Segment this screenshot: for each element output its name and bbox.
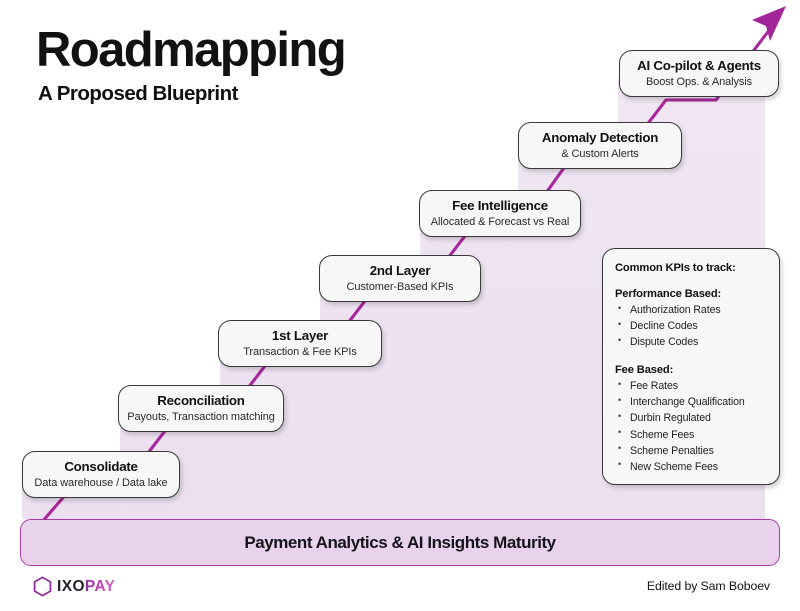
kpi-group-title: Performance Based: bbox=[615, 288, 722, 300]
step-card-anomaly-detection[interactable]: Anomaly Detection & Custom Alerts bbox=[518, 122, 682, 169]
step-subtitle: Customer-Based KPIs bbox=[346, 281, 454, 294]
step-subtitle: Payouts, Transaction matching bbox=[127, 411, 275, 424]
maturity-bar: Payment Analytics & AI Insights Maturity bbox=[20, 519, 780, 566]
step-subtitle: Data warehouse / Data lake bbox=[34, 477, 168, 490]
page-title: Roadmapping bbox=[36, 23, 347, 77]
list-item: Durbin Regulated bbox=[615, 410, 767, 426]
list-item: New Scheme Fees bbox=[615, 458, 767, 475]
list-item: Decline Codes bbox=[615, 318, 767, 334]
step-subtitle: Allocated & Forecast vs Real bbox=[430, 216, 570, 229]
step-subtitle: Transaction & Fee KPIs bbox=[243, 346, 357, 359]
list-item: Authorization Rates bbox=[615, 301, 767, 318]
common-kpis-panel: Common KPIs to track: Performance Based:… bbox=[602, 248, 780, 485]
kpi-group-title: Fee Based: bbox=[615, 364, 674, 377]
list-item: Scheme Penalties bbox=[615, 442, 767, 459]
step-title: 2nd Layer bbox=[369, 263, 431, 279]
kpi-group-performance: Performance Based: Authorization Rates D… bbox=[615, 288, 767, 350]
logo-text-primary: IXO bbox=[57, 577, 85, 595]
step-card-consolidate[interactable]: Consolidate Data warehouse / Data lake bbox=[22, 451, 180, 498]
step-title: 1st Layer bbox=[271, 328, 329, 344]
kpi-list-fee: Fee Rates Interchange Qualification Durb… bbox=[615, 378, 767, 475]
list-item: Dispute Codes bbox=[615, 334, 767, 350]
kpi-group-fee: Fee Based: Fee Rates Interchange Qualifi… bbox=[615, 364, 767, 475]
kpi-panel-heading: Common KPIs to track: bbox=[615, 262, 736, 274]
list-item: Fee Rates bbox=[615, 378, 767, 394]
step-subtitle: Boost Ops. & Analysis bbox=[645, 76, 753, 89]
list-item: Scheme Fees bbox=[615, 426, 767, 443]
step-title: Fee Intelligence bbox=[452, 198, 548, 214]
title-block: Roadmapping A Proposed Blueprint bbox=[36, 23, 347, 106]
step-card-1st-layer[interactable]: 1st Layer Transaction & Fee KPIs bbox=[218, 320, 382, 367]
step-title: AI Co-pilot & Agents bbox=[637, 58, 761, 74]
step-card-fee-intelligence[interactable]: Fee Intelligence Allocated & Forecast vs… bbox=[419, 190, 581, 237]
step-title: Consolidate bbox=[64, 459, 138, 475]
credit-label: Edited by Sam Boboev bbox=[646, 579, 770, 593]
arrow-head-icon bbox=[752, 6, 786, 41]
page-subtitle: A Proposed Blueprint bbox=[38, 81, 238, 105]
step-card-2nd-layer[interactable]: 2nd Layer Customer-Based KPIs bbox=[319, 255, 481, 302]
logo-text-accent: PAY bbox=[84, 577, 116, 595]
kpi-list-performance: Authorization Rates Decline Codes Disput… bbox=[615, 301, 767, 350]
step-card-reconciliation[interactable]: Reconciliation Payouts, Transaction matc… bbox=[118, 385, 284, 432]
step-title: Anomaly Detection bbox=[541, 130, 659, 146]
step-card-ai-copilot-agents[interactable]: AI Co-pilot & Agents Boost Ops. & Analys… bbox=[619, 50, 779, 97]
step-title: Reconciliation bbox=[157, 393, 245, 409]
maturity-bar-label: Payment Analytics & AI Insights Maturity bbox=[244, 532, 556, 552]
list-item: Interchange Qualification bbox=[615, 394, 767, 410]
hexagon-icon bbox=[33, 576, 52, 597]
step-subtitle: & Custom Alerts bbox=[561, 148, 639, 161]
